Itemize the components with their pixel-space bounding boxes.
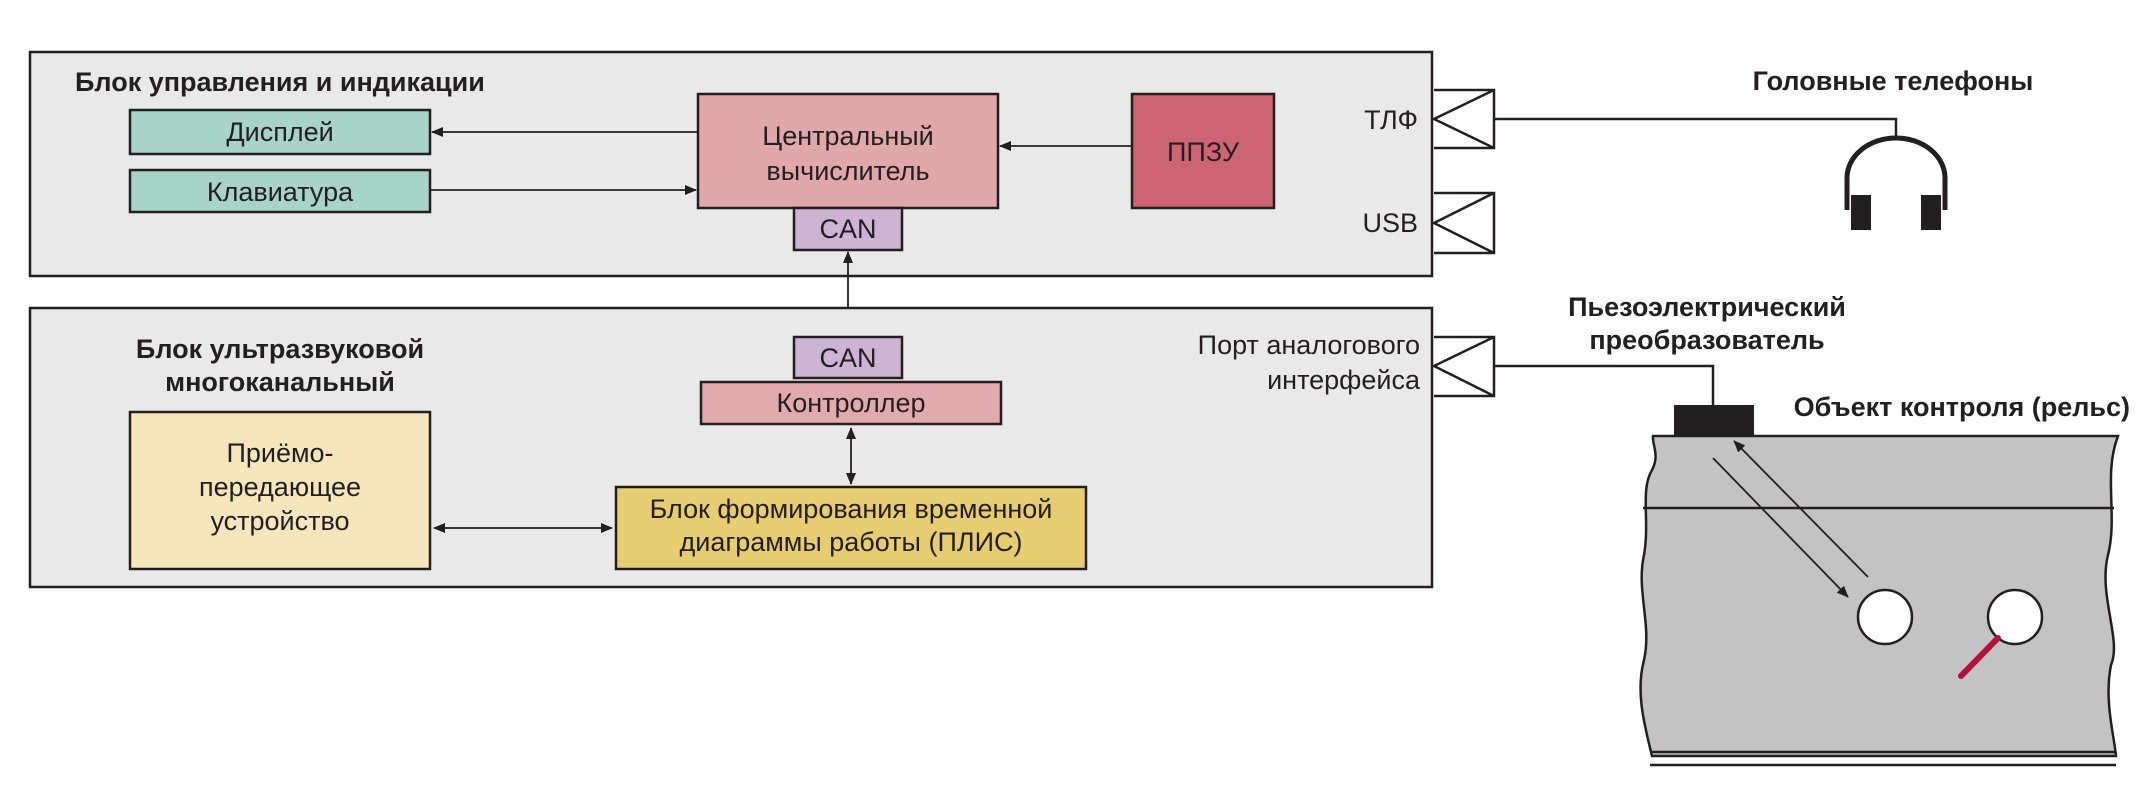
- cpu-block: [696, 92, 1000, 210]
- display-label: Дисплей: [226, 117, 333, 147]
- transducer-label-line2: преобразователь: [1589, 325, 1824, 355]
- cpu-label-line1: Центральный: [762, 121, 934, 151]
- analog-port-connector: [1431, 335, 1496, 398]
- headphones-icon: [1844, 135, 1948, 230]
- port-tlf-connector: [1431, 88, 1496, 150]
- timing-label-line2: диаграммы работы (ПЛИС): [680, 527, 1023, 557]
- port-usb-label: USB: [1362, 208, 1418, 238]
- ppzu-label: ППЗУ: [1167, 137, 1240, 167]
- test-object-label: Объект контроля (рельс): [1794, 392, 2130, 422]
- controller-label: Контроллер: [776, 388, 925, 418]
- port-tlf-label: ТЛФ: [1364, 105, 1418, 135]
- keyboard-block: [128, 168, 432, 214]
- transducer-cable: [1494, 364, 1715, 405]
- controller-can-block: [792, 335, 904, 380]
- headphones-label: Головные телефоны: [1753, 66, 2034, 96]
- port-usb-connector: [1431, 191, 1496, 255]
- controller-block: [699, 380, 1003, 426]
- beam-arrow-down: [1712, 457, 1849, 598]
- controller-can-label: CAN: [819, 343, 876, 373]
- cpu-can-label: CAN: [819, 214, 876, 244]
- ultrasonic-unit-title-line1: Блок ультразвуковой: [136, 334, 424, 364]
- transducer-label-line1: Пьезоэлектрический: [1568, 292, 1846, 322]
- crack-defect: [1958, 635, 2001, 679]
- analog-port-label-line1: Порт аналогового: [1198, 330, 1420, 360]
- cpu-can-block: [792, 206, 904, 252]
- control-unit-title: Блок управления и индикации: [75, 67, 485, 97]
- transceiver-label-line1: Приёмо-: [226, 438, 333, 468]
- ppzu-block: [1130, 92, 1276, 210]
- ultrasonic-unit-title-line2: многоканальный: [165, 367, 395, 397]
- transceiver-label-line2: передающее: [199, 472, 361, 502]
- keyboard-label: Клавиатура: [207, 177, 354, 207]
- transceiver-block: [128, 410, 432, 571]
- transducer-probe: [1674, 405, 1754, 436]
- beam-arrow-up: [1733, 440, 1869, 578]
- headphones-cable: [1494, 117, 1898, 140]
- timing-block: [614, 485, 1088, 571]
- analog-port-label-line2: интерфейса: [1267, 365, 1421, 395]
- transceiver-label-line3: устройство: [210, 506, 349, 536]
- display-block: [128, 108, 432, 156]
- hole-reflector-2: [1986, 588, 2044, 646]
- cpu-label-line2: вычислитель: [766, 156, 929, 186]
- timing-label-line1: Блок формирования временной: [650, 494, 1053, 524]
- hole-reflector-1: [1856, 588, 1914, 646]
